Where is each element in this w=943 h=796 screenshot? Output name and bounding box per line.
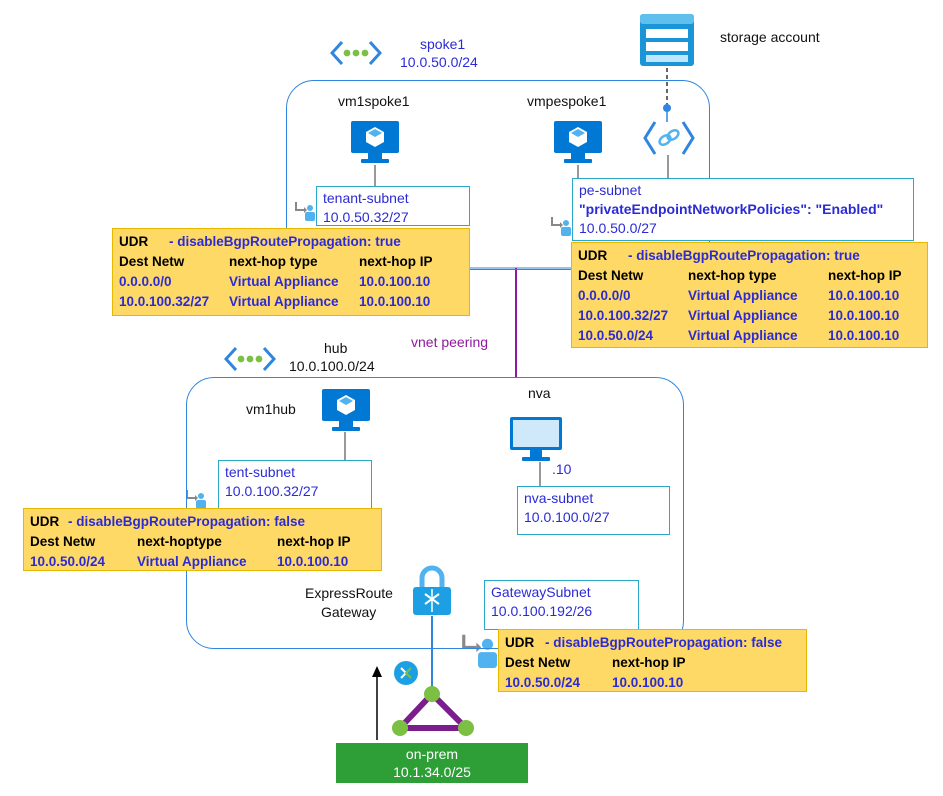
udr-header: Dest Netw	[578, 268, 644, 283]
udr-gateway-table: UDR - disableBgpRoutePropagation: false D…	[498, 629, 807, 692]
udr-propagation: - disableBgpRoutePropagation: false	[545, 635, 783, 650]
nva-ip: .10	[552, 461, 572, 477]
expressroute-label-line2: Gateway	[321, 604, 377, 620]
udr-cell: 0.0.0.0/0	[578, 288, 631, 303]
storage-account-label: storage account	[720, 29, 820, 45]
vm1spoke1-label: vm1spoke1	[338, 93, 410, 109]
udr-cell: Virtual Appliance	[137, 554, 247, 569]
nva-subnet-cidr: 10.0.100.0/27	[524, 509, 610, 525]
udr-label: UDR	[119, 234, 149, 249]
udr-cell: 10.0.100.10	[359, 294, 431, 309]
gateway-subnet-cidr: 10.0.100.192/26	[491, 603, 593, 619]
udr-header: next-hop IP	[359, 254, 433, 269]
onprem-cidr: 10.1.34.0/25	[393, 764, 471, 780]
private-endpoint-icon	[643, 121, 695, 155]
route-table-icon	[551, 217, 571, 236]
udr-cell: Virtual Appliance	[229, 294, 339, 309]
udr-header: next-hop IP	[828, 268, 902, 283]
udr-label: UDR	[30, 514, 60, 529]
spoke1-vnet-box	[286, 80, 710, 270]
hub-name: hub	[324, 340, 348, 356]
udr-cell: 10.0.50.0/24	[30, 554, 106, 569]
udr-propagation: - disableBgpRoutePropagation: false	[68, 514, 306, 529]
route-table-icon	[186, 490, 206, 509]
vm-icon	[554, 121, 602, 163]
spoke1-name: spoke1	[420, 36, 466, 52]
pe-subnet-name: pe-subnet	[579, 182, 642, 198]
tent-subnet-box: tent-subnet 10.0.100.32/27	[218, 460, 372, 510]
expressroute-gateway-icon	[413, 565, 451, 615]
udr-propagation: - disableBgpRoutePropagation: true	[628, 248, 860, 263]
tenant-subnet-box: tenant-subnet 10.0.50.32/27	[316, 186, 470, 226]
vnet-icon	[224, 346, 276, 372]
gateway-subnet-box: GatewaySubnet 10.0.100.192/26	[484, 580, 639, 630]
udr-header: Dest Netw	[30, 534, 96, 549]
udr-header: next-hoptype	[137, 534, 222, 549]
udr-propagation: - disableBgpRoutePropagation: true	[169, 234, 401, 249]
udr-label: UDR	[505, 635, 535, 650]
route-table-icon	[295, 202, 315, 221]
udr-header: Dest Netw	[119, 254, 185, 269]
udr-cell: 10.0.100.10	[612, 675, 684, 690]
tenant-subnet-cidr: 10.0.50.32/27	[323, 209, 409, 225]
udr-cell: Virtual Appliance	[229, 274, 339, 289]
onprem-box: on-prem 10.1.34.0/25	[336, 743, 528, 783]
vm1hub-label: vm1hub	[246, 401, 296, 417]
route-table-icon	[462, 634, 497, 668]
nva-subnet-name: nva-subnet	[524, 490, 594, 506]
onprem-name: on-prem	[405, 746, 459, 762]
udr-cell: 10.0.100.32/27	[578, 308, 669, 323]
nva-subnet-box: nva-subnet 10.0.100.0/27	[517, 486, 670, 535]
spoke1-cidr: 10.0.50.0/24	[400, 54, 478, 70]
udr-cell: 10.0.100.10	[828, 308, 900, 323]
udr-cell: Virtual Appliance	[688, 328, 798, 343]
udr-header: Dest Netw	[505, 655, 571, 670]
udr-cell: Virtual Appliance	[688, 288, 798, 303]
storage-icon	[640, 14, 694, 66]
pe-subnet-policy: "privateEndpointNetworkPolicies": "Enabl…	[579, 201, 884, 217]
nva-label: nva	[528, 385, 551, 401]
udr-hub-tent-table: UDR - disableBgpRoutePropagation: false D…	[23, 508, 382, 571]
tent-subnet-name: tent-subnet	[225, 464, 296, 480]
udr-header: next-hop IP	[277, 534, 351, 549]
vmpespoke1-label: vmpespoke1	[527, 93, 607, 109]
onprem-triangle-icon	[392, 686, 474, 736]
pe-subnet-cidr: 10.0.50.0/27	[579, 220, 657, 236]
udr-spoke-pe-table: UDR - disableBgpRoutePropagation: true De…	[571, 242, 928, 348]
udr-cell: 10.0.50.0/24	[505, 675, 581, 690]
pe-link-dot	[663, 104, 671, 112]
udr-cell: 0.0.0.0/0	[119, 274, 172, 289]
tenant-subnet-name: tenant-subnet	[323, 190, 409, 206]
pe-subnet-box: pe-subnet "privateEndpointNetworkPolicie…	[572, 178, 914, 241]
vnet-peering-label: vnet peering	[411, 334, 489, 350]
udr-header: next-hop IP	[612, 655, 686, 670]
udr-cell: 10.0.100.32/27	[119, 294, 210, 309]
tent-subnet-cidr: 10.0.100.32/27	[225, 483, 319, 499]
vnet-icon	[330, 40, 382, 66]
udr-cell: 10.0.100.10	[359, 274, 431, 289]
udr-cell: 10.0.100.10	[277, 554, 349, 569]
udr-header: next-hop type	[688, 268, 777, 283]
nva-monitor-icon	[510, 417, 562, 461]
udr-cell: 10.0.100.10	[828, 288, 900, 303]
expressroute-circuit-icon	[394, 661, 418, 685]
udr-cell: 10.0.100.10	[828, 328, 900, 343]
vm-icon	[322, 389, 370, 431]
udr-spoke-tenant-table: UDR - disableBgpRoutePropagation: true De…	[112, 228, 470, 316]
udr-header: next-hop type	[229, 254, 318, 269]
udr-label: UDR	[578, 248, 608, 263]
expressroute-label-line1: ExpressRoute	[305, 585, 393, 601]
gateway-subnet-name: GatewaySubnet	[491, 584, 591, 600]
udr-cell: Virtual Appliance	[688, 308, 798, 323]
uplink-arrow-head	[372, 666, 382, 677]
vm-icon	[351, 121, 399, 163]
udr-cell: 10.0.50.0/24	[578, 328, 654, 343]
hub-cidr: 10.0.100.0/24	[289, 358, 375, 374]
